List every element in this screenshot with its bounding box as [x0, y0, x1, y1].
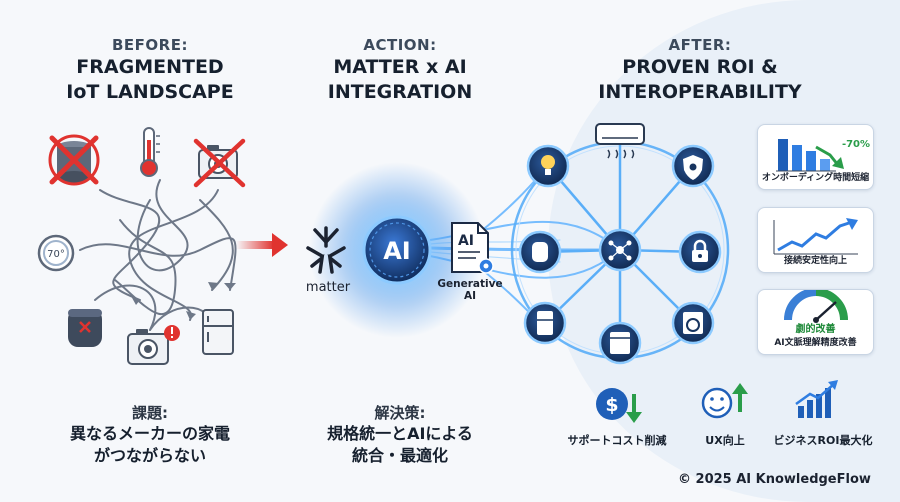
before-title-line1: FRAGMENTED [76, 56, 224, 78]
ai-context-caption: AI文脈理解精度改善 [774, 338, 857, 348]
connection-caption: 接続安定性向上 [783, 256, 847, 266]
onboarding-badge: -70% [842, 139, 870, 150]
after-kicker: AFTER: [668, 36, 732, 54]
onboarding-time-card: -70% オンボーディング時間短縮 [757, 124, 874, 190]
solution-line1: 規格統一とAIによる [327, 424, 473, 443]
ai-core-label: AI [383, 237, 411, 265]
thermostat-icon: 70° [37, 234, 75, 272]
genai-doc-label: AI [458, 233, 474, 249]
crossed-speaker-icon [48, 134, 100, 186]
copyright: © 2025 AI KnowledgeFlow [678, 472, 871, 487]
kpi-ux: UX向上 [705, 434, 745, 447]
svg-text:$: $ [605, 394, 618, 416]
action-title-line2: INTEGRATION [327, 81, 473, 103]
issue-kicker: 課題: [132, 404, 168, 422]
before-header: BEFORE: FRAGMENTED IoT LANDSCAPE [40, 36, 260, 104]
generative-ai-doc-icon: AI [451, 222, 494, 274]
dishwasher-icon [598, 321, 642, 365]
thermometer-icon [140, 127, 160, 177]
ai-core-icon: AI [362, 215, 432, 285]
smiley-up-icon [701, 383, 748, 419]
after-header: AFTER: PROVEN ROI & INTEROPERABILITY [590, 36, 810, 104]
washing-machine-icon [671, 301, 715, 345]
action-title-line1: MATTER x AI [333, 56, 467, 78]
growth-chart-icon [795, 380, 838, 418]
ai-context-highlight: 劇的改善 [795, 324, 836, 335]
solution-kicker: 解決策: [374, 404, 426, 422]
thermostat-value: 70° [47, 249, 65, 260]
connection-stability-card: 接続安定性向上 [757, 207, 874, 273]
air-conditioner-icon [595, 123, 645, 159]
issue-line2: がつながらない [93, 446, 206, 465]
after-title-line2: INTEROPERABILITY [598, 81, 802, 103]
issue-line1: 異なるメーカーの家電 [69, 424, 230, 443]
before-title-line2: IoT LANDSCAPE [66, 81, 234, 103]
hub-icon [598, 228, 642, 272]
light-bulb-icon [526, 144, 570, 188]
transition-arrow [236, 233, 288, 257]
solution-line2: 統合・最適化 [351, 446, 448, 465]
tangled-wires [79, 179, 237, 331]
fridge-node-icon [523, 301, 567, 345]
genai-label-line1: Generative [437, 278, 502, 290]
action-header: ACTION: MATTER x AI INTEGRATION [290, 36, 510, 104]
camera-with-alert-icon [127, 325, 180, 365]
smart-speaker-icon [68, 309, 102, 347]
kpi-support-cost: サポートコスト削減 [567, 434, 667, 447]
onboarding-caption: オンボーディング時間短縮 [761, 173, 870, 183]
fridge-icon [202, 309, 234, 355]
action-solution: 解決策: 規格統一とAIによる 統合・最適化 [290, 402, 510, 467]
before-issue: 課題: 異なるメーカーの家電 がつながらない [40, 402, 260, 467]
after-title-line1: PROVEN ROI & [622, 56, 778, 78]
shield-icon [671, 144, 715, 188]
kpi-business-roi: ビジネスROI最大化 [773, 434, 873, 447]
gauge-icon [784, 290, 848, 323]
bar-decrease-icon: -70% [776, 139, 870, 172]
speaker-icon [518, 230, 562, 274]
matter-logo-icon [306, 226, 346, 274]
line-increase-icon [773, 218, 858, 255]
action-kicker: ACTION: [363, 36, 437, 54]
dollar-down-icon: $ [596, 388, 642, 423]
ai-context-card: 劇的改善 AI文脈理解精度改善 [757, 289, 874, 355]
genai-label-line2: AI [464, 290, 476, 302]
lock-icon [678, 230, 722, 274]
matter-label: matter [306, 280, 351, 295]
before-kicker: BEFORE: [112, 36, 188, 54]
crossed-camera-icon [193, 138, 246, 188]
